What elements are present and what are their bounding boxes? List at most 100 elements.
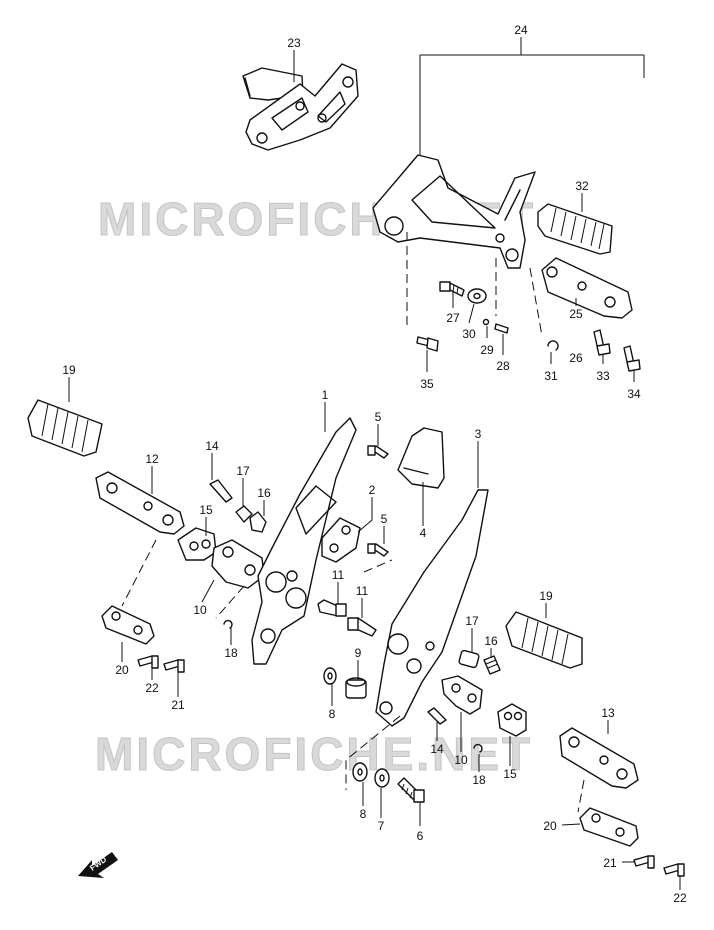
part-13-footpeg-right (559, 727, 639, 789)
part-1-footrest-bracket-left (251, 417, 357, 665)
part-2-plate (321, 517, 361, 563)
part-24-group-bracket (419, 37, 645, 165)
label-10-left: 10 (193, 603, 207, 617)
label-21-right: 21 (603, 856, 617, 870)
part-7-washer (374, 768, 390, 788)
label-2: 2 (369, 483, 376, 497)
label-35: 35 (420, 377, 434, 391)
label-22-right: 22 (673, 891, 687, 905)
part-12-footpeg-left (95, 471, 185, 535)
label-15-left: 15 (199, 503, 213, 517)
part-17-spacer-right (458, 649, 480, 669)
part-9-collar (345, 677, 367, 699)
part-5-bolt-lower (367, 543, 389, 557)
leader-lines (68, 50, 681, 890)
alignment-line-3-8 (345, 715, 401, 790)
label-20-left: 20 (115, 663, 129, 677)
label-1: 1 (322, 388, 329, 402)
part-8-washer-upper (323, 667, 337, 685)
label-16-right: 16 (484, 634, 498, 648)
part-14-pin-left (209, 479, 233, 503)
part-3-footrest-bracket-right (375, 489, 489, 727)
part-number-labels: 2 3 24 32 25 26 27 30 29 28 31 33 34 35 1… (62, 23, 687, 905)
part-21-bolt-right (633, 855, 655, 869)
part-16-bush-left (249, 511, 267, 533)
label-24: 24 (514, 23, 528, 37)
label-9: 9 (355, 646, 362, 660)
part-19-footpeg-rubber-left (27, 399, 103, 457)
part-6-bolt (397, 777, 425, 803)
label-14-right: 14 (430, 742, 444, 756)
label-11-b: 11 (356, 584, 369, 598)
label-30: 30 (462, 327, 476, 341)
part-33-bolt (593, 329, 611, 356)
label-22-left: 22 (145, 681, 159, 695)
label-3: 3 (475, 427, 482, 441)
watermark-bottom: MICROFICHE.NET (95, 728, 533, 780)
label-34: 34 (627, 387, 641, 401)
label-33: 33 (596, 369, 610, 383)
label-10-right: 10 (454, 753, 468, 767)
label-21-left: 21 (171, 698, 185, 712)
label-4: 4 (420, 526, 427, 540)
part-23-bracket (242, 63, 359, 151)
alignment-line-12-20 (121, 539, 157, 607)
label-26: 26 (569, 351, 583, 365)
part-10-joint-left (211, 539, 265, 589)
label-18-left: 18 (224, 646, 238, 660)
label-20-right: 20 (543, 819, 557, 833)
part-19-footpeg-rubber-right (505, 611, 583, 669)
part-34-bolt (623, 345, 641, 372)
part-20-plate-right (579, 807, 639, 847)
alignment-line-2-4 (363, 559, 393, 573)
label-17-left: 17 (236, 464, 250, 478)
part-27-bolt (439, 281, 465, 297)
label-29: 29 (480, 343, 494, 357)
part-18-clip-left (223, 619, 233, 629)
part-17-spacer-left (235, 505, 253, 523)
label-28: 28 (496, 359, 510, 373)
label-27: 27 (446, 311, 460, 325)
part-32-footpeg-rubber (537, 203, 613, 255)
label-5-upper: 5 (375, 410, 382, 424)
label-13: 13 (601, 706, 615, 720)
part-5-bolt-upper (367, 445, 389, 459)
alignment-line-10-18 (215, 585, 245, 619)
label-8-lower: 8 (360, 807, 367, 821)
part-10-joint-right (441, 675, 483, 715)
part-15-bracket-left (177, 527, 217, 561)
label-11-a: 11 (332, 568, 345, 582)
part-11-bolt-a (317, 599, 347, 617)
label-18-right: 18 (472, 773, 486, 787)
part-35-bolt (416, 336, 439, 352)
label-32: 32 (575, 179, 589, 193)
fwd-arrow-icon: FWD (78, 852, 118, 878)
label-16-left: 16 (257, 486, 271, 500)
part-30-washer (467, 288, 487, 304)
part-18-clip-right (473, 743, 483, 753)
label-19-left: 19 (62, 363, 76, 377)
label-8-upper: 8 (329, 707, 336, 721)
label-15-right: 15 (503, 767, 517, 781)
part-14-pin-right (427, 707, 447, 725)
part-21-bolt-left (163, 659, 185, 673)
part-24-rear-bracket (372, 154, 536, 269)
part-4-bracket (397, 427, 445, 489)
label-12: 12 (145, 452, 159, 466)
label-7: 7 (378, 819, 385, 833)
part-15-bracket-right (497, 703, 527, 737)
part-31-clip (547, 340, 559, 351)
part-8-washer-lower (352, 762, 368, 782)
part-20-plate-left (101, 605, 155, 645)
label-19-right: 19 (539, 589, 553, 603)
label-25: 25 (569, 307, 583, 321)
label-17-right: 17 (465, 614, 479, 628)
label-6: 6 (417, 829, 424, 843)
part-22-bolt-right (663, 863, 685, 877)
label-31: 31 (544, 369, 558, 383)
part-28-pin (494, 323, 509, 334)
part-16-bush-right (483, 655, 501, 675)
label-14-left: 14 (205, 439, 219, 453)
